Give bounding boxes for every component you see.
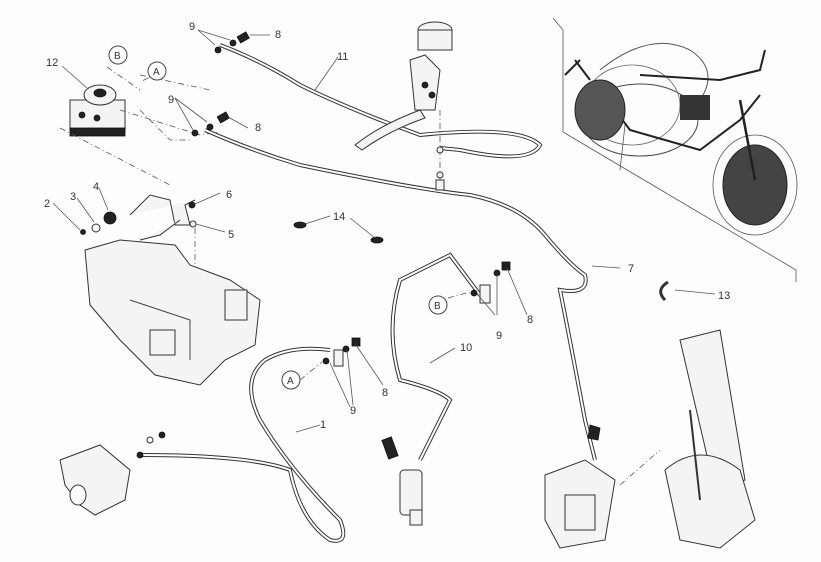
reference-marker-b-lower: B bbox=[428, 295, 448, 315]
brake-hose-10[interactable] bbox=[390, 252, 482, 461]
callout-2: 2 bbox=[44, 198, 50, 210]
callout-4: 4 bbox=[93, 181, 99, 193]
svg-text:B: B bbox=[114, 51, 121, 62]
reference-marker-b-top: B bbox=[108, 45, 128, 65]
banjo-fitting-top[interactable] bbox=[214, 31, 250, 54]
callout-8: 8 bbox=[275, 29, 281, 41]
rear-brake-master-cylinder[interactable] bbox=[381, 436, 423, 526]
motorcycle-illustration bbox=[564, 42, 798, 236]
callout-6: 6 bbox=[226, 189, 232, 201]
callout-3: 3 bbox=[70, 191, 76, 203]
callout-8: 8 bbox=[527, 314, 533, 326]
callout-9: 9 bbox=[350, 405, 356, 417]
motorcycle-overview-inset bbox=[552, 17, 798, 282]
front-brake-caliper[interactable] bbox=[544, 424, 616, 549]
callout-11: 11 bbox=[337, 51, 348, 63]
callout-9: 9 bbox=[189, 21, 195, 33]
callout-8: 8 bbox=[382, 387, 388, 399]
front-fork-leg[interactable] bbox=[664, 329, 756, 549]
brake-hose-11[interactable] bbox=[219, 43, 543, 159]
callout-5: 5 bbox=[228, 229, 234, 241]
callout-7: 7 bbox=[628, 263, 634, 275]
svg-text:A: A bbox=[287, 376, 294, 387]
svg-text:B: B bbox=[434, 301, 441, 312]
banjo-fitting-lower-a[interactable] bbox=[322, 337, 361, 367]
callout-9: 9 bbox=[496, 330, 502, 342]
hose-clamp[interactable] bbox=[659, 280, 669, 302]
banjo-fitting-lower-b[interactable] bbox=[470, 261, 511, 304]
battery-tray[interactable] bbox=[84, 239, 261, 386]
cable-ties[interactable] bbox=[293, 221, 384, 244]
callout-9: 9 bbox=[168, 94, 174, 106]
reference-marker-a-top: A bbox=[147, 61, 167, 81]
callout-13: 13 bbox=[718, 290, 730, 302]
callout-8: 8 bbox=[255, 122, 261, 134]
brake-hose-7[interactable] bbox=[204, 128, 597, 461]
brake-hose-1[interactable] bbox=[139, 346, 346, 543]
callout-12: 12 bbox=[46, 57, 58, 69]
callout-1: 1 bbox=[320, 419, 326, 431]
abs-bracket[interactable] bbox=[80, 194, 197, 241]
rear-brake-caliper[interactable] bbox=[59, 431, 166, 516]
svg-text:A: A bbox=[153, 67, 160, 78]
callout-14: 14 bbox=[333, 211, 345, 223]
reference-marker-a-lower: A bbox=[281, 370, 301, 390]
abs-control-unit[interactable] bbox=[69, 84, 126, 137]
front-brake-master-cylinder[interactable] bbox=[354, 21, 453, 191]
banjo-fitting-middle[interactable] bbox=[191, 111, 230, 137]
callout-10: 10 bbox=[460, 342, 472, 354]
